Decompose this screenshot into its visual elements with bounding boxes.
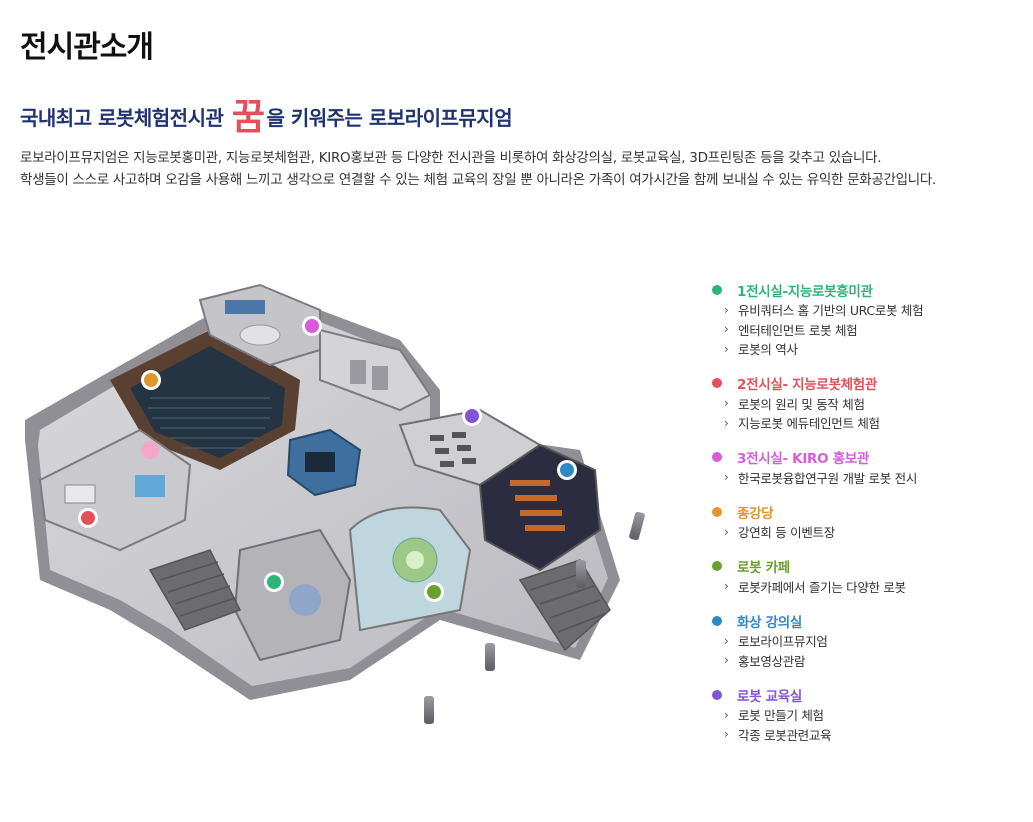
legend-title-text: 종강당 bbox=[737, 505, 774, 522]
list-item-text: 로보라이프뮤지엄 bbox=[738, 634, 828, 650]
list-item-text: 로봇 만들기 체험 bbox=[738, 708, 824, 724]
legend-title-text: 로봇 카페 bbox=[737, 560, 790, 576]
chevron-right-icon: › bbox=[724, 633, 729, 648]
legend-items-hall3: › 한국로봇융합연구원 개발 로봇 전시 bbox=[712, 468, 1012, 488]
marker-auditorium[interactable] bbox=[141, 370, 161, 390]
list-item-text: 지능로봇 에듀테인먼트 체험 bbox=[738, 416, 880, 432]
legend-auditorium: 종강당 › 강연회 등 이벤트장 bbox=[712, 502, 1012, 542]
legend-items-education: › 로봇 만들기 체험 › 각종 로봇관련교육 bbox=[712, 705, 1012, 744]
legend-title-lecture[interactable]: 화상 강의실 bbox=[712, 611, 1012, 631]
legend-title-hall3[interactable]: 3전시실- KIRO 홍보관 bbox=[712, 448, 1012, 467]
legend-hall1: 1전시실-지능로봇흥미관 › 유비쿼터스 홈 기반의 URC로봇 체험 › 엔터테인… bbox=[712, 280, 1012, 359]
intro-text: 로보라이프뮤지엄은 지능로봇홍미관, 지능로봇체험관, KIRO홍보관 등 다양… bbox=[20, 147, 980, 191]
chevron-right-icon: › bbox=[724, 396, 729, 411]
hall2-dot-icon bbox=[712, 378, 722, 388]
legend-title-text: 화상 강의실 bbox=[737, 614, 802, 631]
hall1-dot-icon bbox=[712, 284, 722, 295]
chevron-right-icon: › bbox=[724, 579, 729, 594]
chevron-right-icon: › bbox=[724, 322, 729, 337]
list-item-text: 로봇의 역사 bbox=[738, 342, 798, 358]
chevron-right-icon: › bbox=[724, 524, 729, 539]
marker-hall1[interactable] bbox=[264, 572, 284, 592]
lecture-dot-icon bbox=[712, 615, 722, 626]
legend-items-lecture: › 로보라이프뮤지엄 › 홍보영상관람 bbox=[712, 631, 1012, 670]
chevron-right-icon: › bbox=[724, 470, 729, 485]
list-item: › 한국로봇융합연구원 개발 로봇 전시 bbox=[724, 468, 1012, 488]
chevron-right-icon: › bbox=[724, 707, 729, 722]
floor-plan-illustration bbox=[25, 283, 645, 724]
legend-title-text: 3전시실- KIRO 홍보관 bbox=[737, 451, 870, 467]
page-title: 전시관소개 bbox=[20, 30, 154, 65]
facility-legend: 1전시실-지능로봇흥미관 › 유비쿼터스 홈 기반의 URC로봇 체험 › 엔터테인… bbox=[712, 280, 1012, 759]
legend-title-text: 로봇 교육실 bbox=[737, 688, 802, 705]
list-item-text: 각종 로봇관련교육 bbox=[738, 727, 832, 743]
auditorium-room bbox=[110, 330, 300, 470]
chevron-right-icon: › bbox=[724, 415, 729, 430]
legend-title-cafe[interactable]: 로봇 카페 bbox=[712, 557, 1012, 576]
list-item-text: 로봇카페에서 즐기는 다양한 로봇 bbox=[738, 579, 906, 595]
auditorium-dot-icon bbox=[712, 506, 722, 517]
marker-hall2[interactable] bbox=[78, 508, 98, 528]
marker-education[interactable] bbox=[462, 406, 482, 426]
legend-items-auditorium: › 강연회 등 이벤트장 bbox=[712, 522, 1012, 542]
legend-education: 로봇 교육실 › 로봇 만들기 체험 › 각종 로봇관련교육 bbox=[712, 685, 1012, 744]
legend-hall2: 2전시실- 지능로봇체험관 › 로봇의 원리 및 동작 체험 › 지능로봇 에듀테인… bbox=[712, 374, 1012, 433]
stairs bbox=[148, 549, 611, 652]
chevron-right-icon: › bbox=[724, 302, 729, 317]
list-item-text: 홍보영상관람 bbox=[738, 653, 806, 669]
list-item: › 유비쿼터스 홈 기반의 URC로봇 체험 bbox=[724, 300, 1012, 320]
list-item: › 각종 로봇관련교육 bbox=[724, 725, 1012, 745]
list-item: › 강연회 등 이벤트장 bbox=[724, 522, 1012, 542]
legend-title-education[interactable]: 로봇 교육실 bbox=[712, 685, 1012, 705]
legend-cafe: 로봇 카페 › 로봇카페에서 즐기는 다양한 로봇 bbox=[712, 557, 1012, 597]
list-item-text: 유비쿼터스 홈 기반의 URC로봇 체험 bbox=[738, 303, 924, 319]
list-item: › 로보라이프뮤지엄 bbox=[724, 631, 1012, 651]
chevron-right-icon: › bbox=[724, 727, 729, 742]
legend-items-cafe: › 로봇카페에서 즐기는 다양한 로봇 bbox=[712, 577, 1012, 597]
cafe-dot-icon bbox=[712, 561, 722, 571]
central-kiosk bbox=[286, 428, 362, 497]
list-item-text: 강연회 등 이벤트장 bbox=[738, 525, 835, 541]
cafe-room bbox=[348, 506, 472, 632]
headline-highlight: 꿈 bbox=[231, 97, 265, 138]
legend-hall3: 3전시실- KIRO 홍보관 › 한국로봇융합연구원 개발 로봇 전시 bbox=[712, 448, 1012, 488]
chevron-right-icon: › bbox=[724, 653, 729, 668]
intro-paragraph-2: 학생들이 스스로 사고하며 오감을 사용해 느끼고 생각으로 연결할 수 있는 … bbox=[20, 172, 936, 188]
legend-title-auditorium[interactable]: 종강당 bbox=[712, 502, 1012, 522]
headline-part2: 을 키워주는 로보라이프뮤지엄 bbox=[266, 106, 513, 130]
chevron-right-icon: › bbox=[724, 341, 729, 356]
pillars bbox=[424, 511, 645, 724]
legend-title-text: 2전시실- 지능로봇체험관 bbox=[737, 377, 877, 393]
legend-items-hall1: › 유비쿼터스 홈 기반의 URC로봇 체험 › 엔터테인먼트 로봇 체험 › 로봇의… bbox=[712, 300, 1012, 359]
list-item-text: 로봇의 원리 및 동작 체험 bbox=[738, 396, 865, 412]
list-item: › 로봇의 역사 bbox=[724, 339, 1012, 359]
legend-title-hall2[interactable]: 2전시실- 지능로봇체험관 bbox=[712, 374, 1012, 393]
marker-lecture[interactable] bbox=[557, 460, 577, 480]
headline-part1: 국내최고 로봇체험전시관 bbox=[20, 106, 224, 130]
list-item: › 엔터테인먼트 로봇 체험 bbox=[724, 320, 1012, 340]
hall2-room bbox=[38, 428, 192, 552]
education-room bbox=[398, 408, 542, 487]
list-item: › 로봇카페에서 즐기는 다양한 로봇 bbox=[724, 577, 1012, 597]
list-item-text: 엔터테인먼트 로봇 체험 bbox=[738, 322, 858, 338]
service-rooms bbox=[319, 328, 432, 412]
list-item: › 홍보영상관람 bbox=[724, 651, 1012, 671]
marker-hall3[interactable] bbox=[302, 316, 322, 336]
hall3-dot-icon bbox=[712, 452, 722, 462]
list-item: › 지능로봇 에듀테인먼트 체험 bbox=[724, 413, 1012, 433]
legend-items-hall2: › 로봇의 원리 및 동작 체험 › 지능로봇 에듀테인먼트 체험 bbox=[712, 394, 1012, 433]
legend-title-hall1[interactable]: 1전시실-지능로봇흥미관 bbox=[712, 280, 1012, 300]
legend-lecture: 화상 강의실 › 로보라이프뮤지엄 › 홍보영상관람 bbox=[712, 611, 1012, 670]
legend-title-text: 1전시실-지능로봇흥미관 bbox=[737, 283, 873, 300]
hall1-room bbox=[233, 528, 352, 662]
intro-paragraph-1: 로보라이프뮤지엄은 지능로봇홍미관, 지능로봇체험관, KIRO홍보관 등 다양… bbox=[20, 150, 882, 166]
education-dot-icon bbox=[712, 689, 722, 700]
list-item: › 로봇 만들기 체험 bbox=[724, 705, 1012, 725]
list-item-text: 한국로봇융합연구원 개발 로봇 전시 bbox=[738, 470, 918, 486]
marker-cafe[interactable] bbox=[424, 582, 444, 602]
list-item: › 로봇의 원리 및 동작 체험 bbox=[724, 394, 1012, 414]
